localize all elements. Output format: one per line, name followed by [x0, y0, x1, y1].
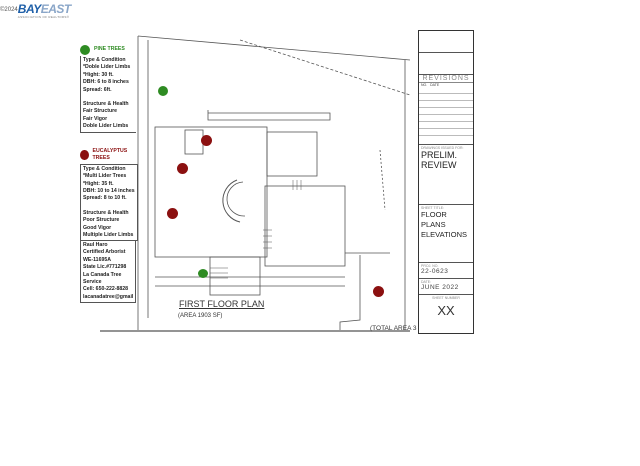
text-label: *Doble Lider Limbs: [83, 64, 131, 71]
text-label: REVISIONS: [422, 75, 470, 82]
sheet-title: FLOOR PLANS: [421, 210, 447, 229]
plan-title: FIRST FLOOR PLAN: [179, 299, 265, 309]
red-circle-icon: [80, 150, 89, 161]
pine-tree-marker: [158, 86, 168, 96]
text-label: DRAWINGS ISSUED FOR:: [421, 146, 464, 150]
text-label: WE-11695A: [83, 256, 111, 263]
text-label: Spread: 8 to 10 ft.: [83, 195, 127, 202]
text-label: State Lic.#771298: [83, 264, 127, 271]
plan-area: (AREA 1903 SF): [178, 313, 223, 319]
pine-tree-marker: [198, 269, 208, 278]
green-circle-icon: [80, 45, 90, 55]
eucalyptus-legend: EUCALYPTUS TREES Type & Condition*Multi …: [80, 148, 138, 242]
text-label: Poor Structure: [83, 217, 120, 224]
text-label: *Hight: 35 ft.: [83, 180, 114, 187]
text-label: Type & Condition: [83, 165, 126, 172]
text-label: Cell: 650-222-8828: [83, 286, 128, 293]
text-label: *Multi Lider Trees: [83, 173, 127, 180]
text-label: ELEVATIONS: [421, 230, 467, 239]
text-label: DBH: 10 to 14 inches: [83, 188, 135, 195]
eucalyptus-tree-marker: [177, 163, 188, 174]
text-label: DBH: 6 to 8 inches: [83, 79, 129, 86]
text-label: SHEET TITLE:: [421, 206, 445, 210]
text-label: REVIEW: [421, 160, 457, 170]
text-label: DATE:: [421, 280, 432, 284]
bayeast-watermark: ©2024 BAYEAST ASSOCIATION OF REALTORS®: [0, 3, 71, 19]
text-label: Raul Haro: [83, 242, 108, 248]
text-label: Spread: 6ft.: [83, 86, 112, 93]
total-area: (TOTAL AREA 3: [370, 325, 417, 332]
project-number: 22-0623: [421, 268, 449, 275]
text-label: PINE TREES: [94, 46, 125, 53]
date: JUNE 2022: [421, 284, 459, 291]
text-label: NO.: [421, 83, 428, 87]
text-label: Multiple Lider Limbs: [83, 232, 134, 239]
text-label: *Hight: 30 ft.: [83, 71, 114, 78]
text-label: Fair Structure: [83, 108, 118, 115]
text-label: PROJ. NO.: [421, 264, 439, 268]
text-label: BAY: [17, 2, 41, 16]
text-label: EUCALYPTUS TREES: [92, 148, 128, 162]
logo-text: BAYEAST: [18, 3, 71, 15]
text-label: lacanadatree@gmail: [83, 293, 134, 300]
issued-for: PRELIM.: [421, 150, 458, 160]
text-label: Good Vigor: [83, 224, 112, 231]
text-label: Structure & Health: [83, 101, 129, 108]
text-label: ASSOCIATION OF REALTORS®: [17, 15, 70, 19]
text-label: Type & Condition: [83, 57, 126, 63]
pine-legend: PINE TREES Type & Condition*Doble Lider …: [80, 45, 136, 133]
text-label: La Canada Tree Service: [83, 271, 122, 286]
sheet-number: XX: [437, 303, 455, 318]
eucalyptus-tree-marker: [373, 286, 384, 297]
text-label: Certified Arborist: [83, 249, 126, 256]
text-label: SHEET NUMBER: [432, 296, 460, 300]
text-label: ©2024: [0, 7, 18, 13]
text-label: DATE: [430, 83, 440, 87]
text-label: EAST: [40, 2, 72, 16]
eucalyptus-tree-marker: [201, 135, 212, 146]
eucalyptus-tree-marker: [167, 208, 178, 219]
title-block: REVISIONS NO. DATE DRAWINGS ISSUED FOR: …: [418, 30, 474, 334]
text-label: Doble Lider Limbs: [83, 123, 129, 130]
text-label: Structure & Health: [83, 209, 129, 216]
text-label: Fair Vigor: [83, 115, 108, 122]
